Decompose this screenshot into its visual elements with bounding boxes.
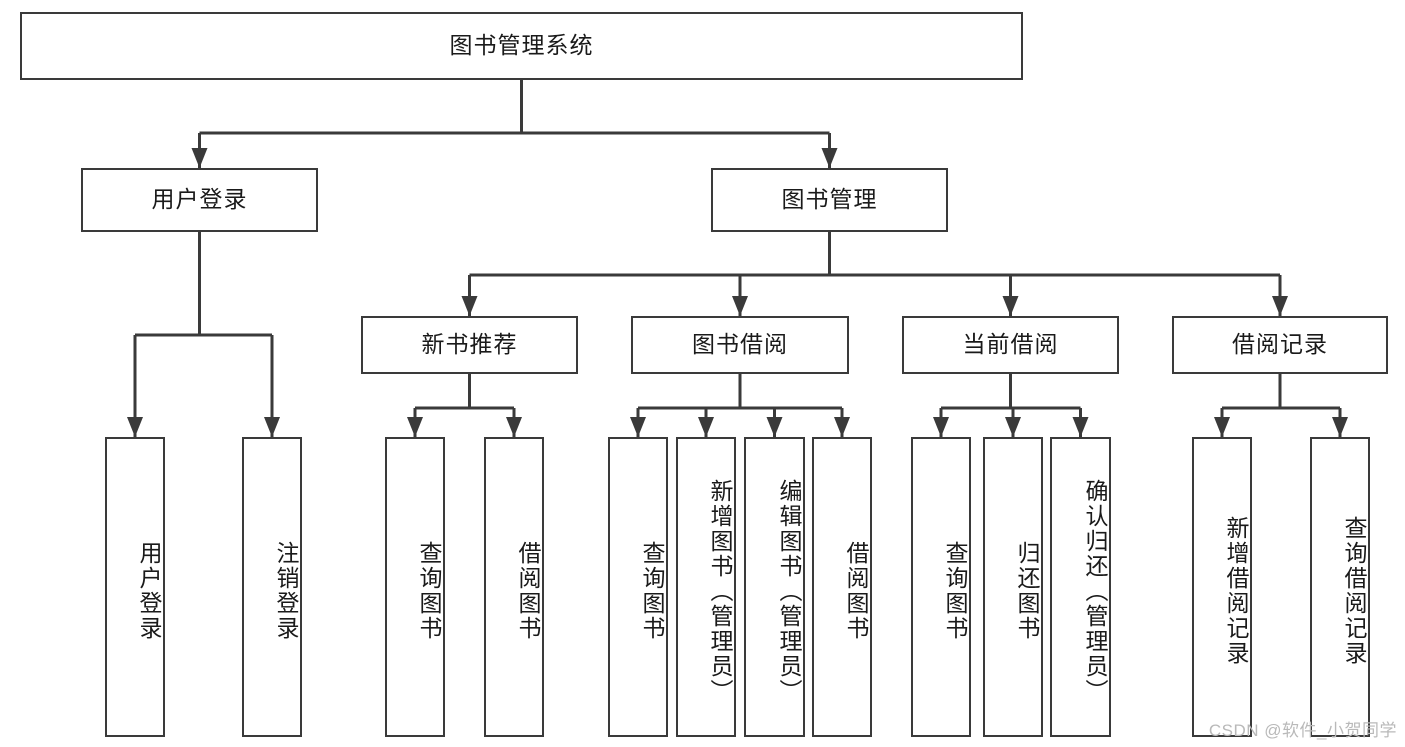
node-leaf-add-record[interactable]: 新增借阅记录 — [1192, 437, 1252, 737]
node-leaf-user-login[interactable]: 用户登录 — [105, 437, 165, 737]
node-leaf-borrow-book-rec[interactable]: 借阅图书 — [484, 437, 544, 737]
leaf-label: 借阅图书 — [515, 541, 541, 641]
node-book-management[interactable]: 图书管理 — [711, 168, 948, 232]
leaf-label: 查询图书 — [639, 541, 665, 641]
node-user-login[interactable]: 用户登录 — [81, 168, 318, 232]
node-leaf-query-record[interactable]: 查询借阅记录 — [1310, 437, 1370, 737]
node-new-book-recommend[interactable]: 新书推荐 — [361, 316, 578, 374]
leaf-label: 注销登录 — [273, 541, 299, 641]
leaf-label: 编辑图书（管理员） — [776, 478, 802, 704]
leaf-label: 新增借阅记录 — [1223, 516, 1249, 666]
leaf-label: 归还图书 — [1014, 541, 1040, 641]
node-borrow-record[interactable]: 借阅记录 — [1172, 316, 1388, 374]
csdn-watermark: CSDN @软件_小贺同学 — [1208, 721, 1397, 740]
node-leaf-query-book-current[interactable]: 查询图书 — [911, 437, 971, 737]
leaf-label: 新增图书（管理员） — [707, 478, 733, 704]
node-leaf-return-book[interactable]: 归还图书 — [983, 437, 1043, 737]
leaf-label: 借阅图书 — [843, 541, 869, 641]
node-leaf-confirm-return[interactable]: 确认归还（管理员） — [1050, 437, 1111, 737]
node-leaf-query-book-borrow[interactable]: 查询图书 — [608, 437, 668, 737]
node-current-borrow[interactable]: 当前借阅 — [902, 316, 1119, 374]
node-root[interactable]: 图书管理系统 — [20, 12, 1023, 80]
leaf-label: 查询图书 — [942, 541, 968, 641]
node-leaf-user-logout[interactable]: 注销登录 — [242, 437, 302, 737]
node-book-borrow[interactable]: 图书借阅 — [631, 316, 849, 374]
node-leaf-edit-book[interactable]: 编辑图书（管理员） — [744, 437, 805, 737]
leaf-label: 查询图书 — [416, 541, 442, 641]
node-leaf-borrow-book[interactable]: 借阅图书 — [812, 437, 872, 737]
leaf-label: 用户登录 — [136, 541, 162, 641]
leaf-label: 查询借阅记录 — [1341, 516, 1367, 666]
leaf-label: 确认归还（管理员） — [1082, 478, 1108, 704]
node-leaf-query-book-rec[interactable]: 查询图书 — [385, 437, 445, 737]
node-leaf-add-book[interactable]: 新增图书（管理员） — [676, 437, 736, 737]
